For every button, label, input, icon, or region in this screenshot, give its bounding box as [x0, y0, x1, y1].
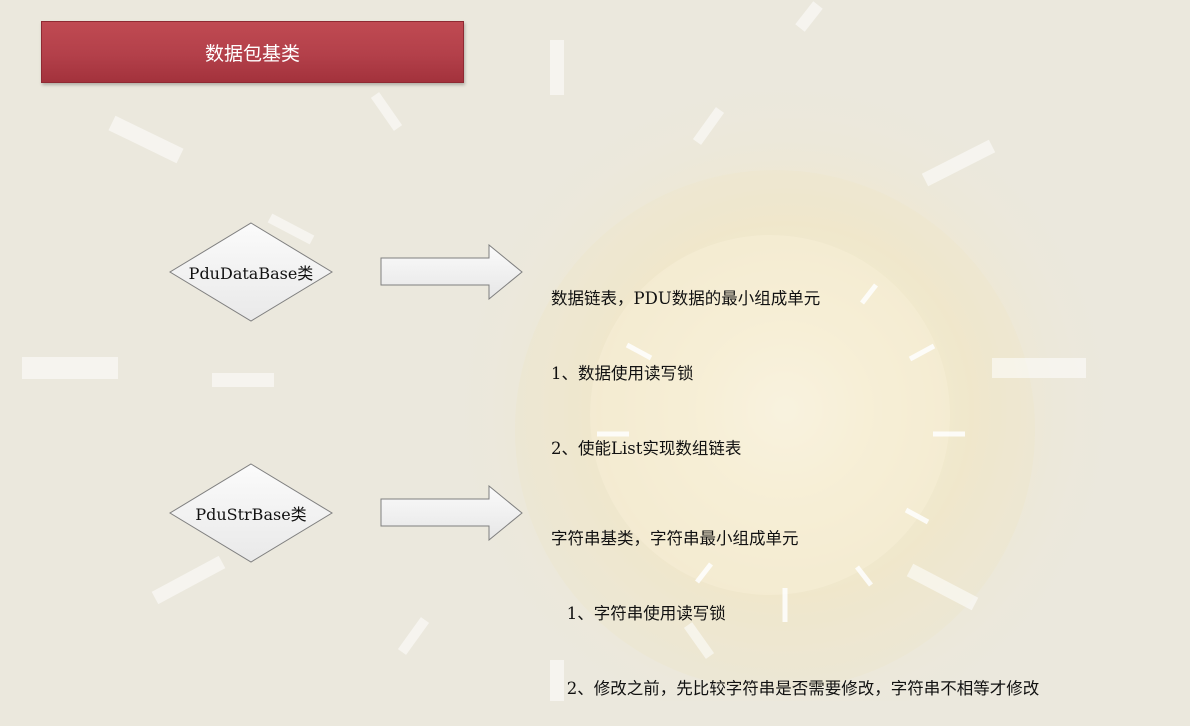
- description-line: 1、数据使用读写锁: [551, 364, 694, 383]
- arrow-right-icon: [380, 243, 524, 301]
- description-line: 2、修改之前，先比较字符串是否需要修改，字符串不相等才修改: [551, 679, 1040, 698]
- description-line: 1、字符串使用读写锁: [551, 604, 726, 623]
- description-line: 字符串基类，字符串最小组成单元: [551, 529, 799, 548]
- diamond-shape: [169, 463, 333, 563]
- pdustrbase-diamond: PduStrBase类: [169, 463, 333, 563]
- title-text: 数据包基类: [204, 42, 300, 65]
- node-label: PduStrBase类: [195, 505, 307, 524]
- pdustrbase-description: 字符串基类，字符串最小组成单元 1、字符串使用读写锁 2、修改之前，先比较字符串…: [551, 476, 1039, 726]
- title-banner: 数据包基类: [41, 21, 464, 83]
- decorative-background: [22, 1, 1125, 701]
- description-line: 数据链表，PDU数据的最小组成单元: [551, 289, 821, 308]
- node-label: PduDataBase类: [188, 264, 314, 283]
- description-line: 2、使能List实现数组链表: [551, 439, 742, 458]
- pdudatabase-diamond: PduDataBase类: [169, 222, 333, 322]
- arrow-right-icon: [380, 484, 524, 542]
- diamond-shape: [169, 222, 333, 322]
- pdudatabase-description: 数据链表，PDU数据的最小组成单元 1、数据使用读写锁 2、使能List实现数组…: [551, 236, 820, 486]
